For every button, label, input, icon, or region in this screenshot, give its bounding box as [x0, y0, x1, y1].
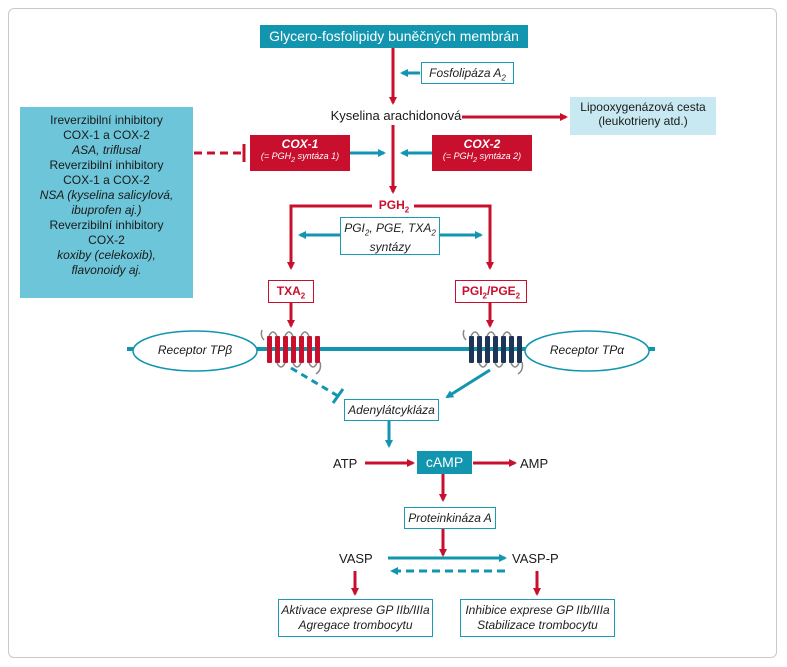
- inhibitor-heading-1a: Ireverzibilní inhibitory: [50, 113, 163, 127]
- synthases-sub1: 2: [364, 228, 370, 238]
- ip-receptor: [462, 329, 524, 375]
- outcome-left-line2: Agregace trombocytu: [298, 618, 413, 632]
- outcome-left-line1: Aktivace exprese GP IIb/IIIa: [281, 603, 430, 617]
- vasp-p-label: VASP-P: [512, 551, 559, 566]
- inhibitor-heading-2a: Reverzibilní inhibitory: [49, 158, 164, 172]
- inhibitor-example-1: ASA, triflusal: [72, 143, 141, 157]
- inhibitor-heading-2b: COX-1 a COX-2: [63, 173, 150, 187]
- inhibitor-example-3a: koxiby (celekoxib),: [57, 248, 156, 262]
- inhibitor-heading-3b: COX-2: [88, 233, 125, 247]
- adenylate-cyclase-box: Adenylátcykláza: [344, 399, 439, 421]
- arachidonic-acid: Kyselina arachidonová: [330, 108, 462, 123]
- txa2-text: TXA: [276, 284, 301, 298]
- tp-beta-receptor: [260, 329, 322, 375]
- camp-text: cAMP: [425, 454, 464, 470]
- phospholipid-box: Glycero-fosfolipidy buněčných membrán: [260, 25, 528, 48]
- arrow-to-pgi2: [414, 204, 494, 270]
- cox2-sub-b: syntáza 2): [477, 151, 522, 161]
- amp-label: AMP: [520, 456, 549, 471]
- receptor-tpb-ellipse: [132, 330, 258, 372]
- ip-activation-arrow: [445, 368, 491, 399]
- outcome-right-line2: Stabilizace trombocytu: [477, 618, 598, 632]
- outcome-right-line1: Inhibice exprese GP IIb/IIIa: [465, 603, 610, 617]
- pgh2-label: PGH2: [376, 198, 412, 214]
- pgh2-subscript: 2: [404, 205, 410, 215]
- pge2-text: /PGE: [486, 284, 516, 298]
- pgh2-text: PGH: [378, 198, 405, 212]
- arrow-to-txa2: [287, 204, 372, 270]
- phospholipid-title: Glycero-fosfolipidy buněčných membrán: [269, 28, 519, 44]
- cox1-box: COX-1 (= PGH2 syntáza 1): [250, 135, 350, 171]
- figure-frame: [8, 8, 777, 658]
- outcome-aggregation-box: Aktivace exprese GP IIb/IIIa Agregace tr…: [278, 599, 433, 637]
- txa2-subscript: 2: [300, 291, 306, 301]
- inhibitor-heading-3a: Reverzibilní inhibitory: [49, 218, 164, 232]
- pgi2-subscript: 2: [482, 291, 487, 301]
- synthases-sub2: 2: [431, 228, 436, 238]
- txa2-box: TXA2: [268, 280, 314, 303]
- vasp-label: VASP: [339, 551, 373, 566]
- inhibitor-example-2b: ibuprofen aj.): [71, 203, 142, 217]
- pka-box: Proteinkináza A: [404, 507, 496, 529]
- receptor-tpa-ellipse: [524, 330, 650, 372]
- pge2-subscript: 2: [515, 291, 521, 301]
- synthases-box: PGI2, PGE, TXA2 syntázy: [340, 217, 440, 255]
- cox2-sub-n: 2: [473, 156, 478, 164]
- receptor-tpb-label: Receptor TPβ: [157, 343, 233, 357]
- outcome-stabilization-box: Inhibice exprese GP IIb/IIIa Stabilizace…: [460, 599, 615, 637]
- synthases-pgi: PGI: [344, 221, 365, 235]
- lipoxygenase-line1: Lipooxygenázová cesta: [580, 100, 706, 114]
- inhibitor-example-3b: flavonoidy aj.: [71, 263, 142, 277]
- camp-box: cAMP: [417, 451, 472, 474]
- pgi2-text: PGI: [461, 284, 483, 298]
- synthases-pge-txa: , PGE, TXA: [369, 221, 432, 235]
- pla2-label: Fosfolipáza A: [429, 66, 502, 80]
- lipoxygenase-line2: (leukotrieny atd.): [598, 114, 688, 128]
- atp-label: ATP: [333, 456, 358, 471]
- lipoxygenase-box: Lipooxygenázová cesta (leukotrieny atd.): [570, 97, 716, 135]
- tp-inhibition-line: [290, 366, 339, 398]
- cox2-box: COX-2 (= PGH2 syntáza 2): [432, 135, 532, 171]
- receptor-tpa-label: Receptor TPα: [549, 343, 625, 357]
- pla2-subscript: 2: [501, 73, 506, 83]
- cox1-sub-b: syntáza 1): [295, 151, 340, 161]
- pla2-box: Fosfolipáza A2: [421, 62, 514, 84]
- cox1-sub-a: (= PGH: [260, 151, 292, 161]
- cox2-sub-a: (= PGH: [442, 151, 474, 161]
- cox1-title: COX-1: [281, 137, 319, 151]
- tp-inhibition-bar: [331, 388, 345, 404]
- cox1-sub-n: 2: [291, 156, 296, 164]
- inhibitor-example-2a: NSA (kyselina salicylová,: [39, 188, 174, 202]
- pgi2-pge2-box: PGI2/PGE2: [455, 280, 527, 303]
- cox2-title: COX-2: [463, 137, 501, 151]
- inhibitor-heading-1b: COX-1 a COX-2: [63, 128, 150, 142]
- inhibitors-panel: Ireverzibilní inhibitory COX-1 a COX-2 A…: [20, 107, 193, 298]
- synthases-line2: syntázy: [369, 240, 411, 255]
